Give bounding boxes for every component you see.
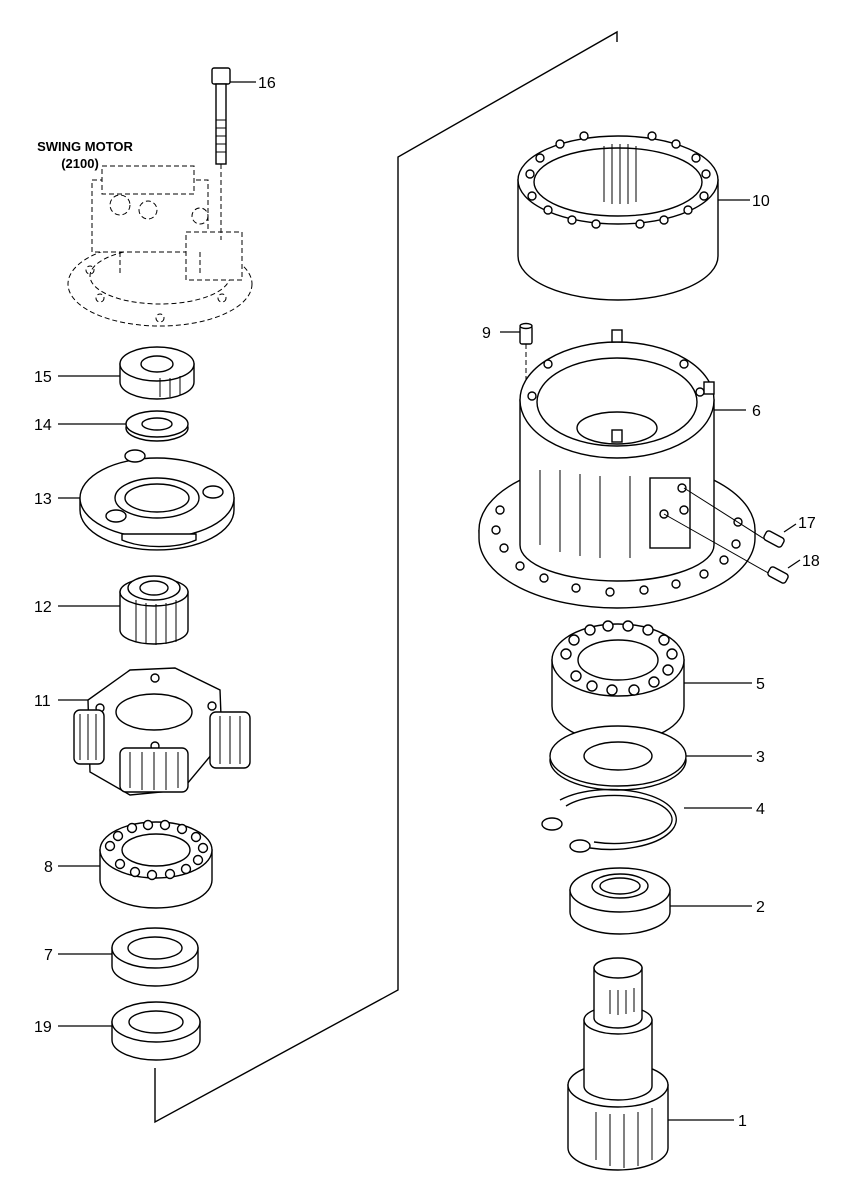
callout-13: 13 <box>34 491 52 508</box>
part-5-bearing <box>551 620 685 743</box>
callout-19: 19 <box>34 1019 52 1036</box>
part-15-gear <box>119 346 195 400</box>
swing-motor-code: (2100) <box>61 156 99 171</box>
callout-10: 10 <box>752 193 770 210</box>
part-16-bolt <box>211 67 231 240</box>
callout-3: 3 <box>756 749 765 766</box>
callout-5: 5 <box>756 676 765 693</box>
callout-16: 16 <box>258 75 276 92</box>
part-10-ring-gear <box>517 131 719 301</box>
swing-motor-title: SWING MOTOR <box>37 139 133 154</box>
swing-motor-outline <box>67 165 253 327</box>
part-6-housing <box>478 329 756 609</box>
part-1-pinion-shaft <box>567 957 669 1171</box>
callout-8: 8 <box>44 859 53 876</box>
part-12-sun-gear <box>119 575 189 645</box>
callout-7: 7 <box>44 947 53 964</box>
callout-14: 14 <box>34 417 52 434</box>
callout-1: 1 <box>738 1113 747 1130</box>
callout-2: 2 <box>756 899 765 916</box>
part-18-pin <box>663 513 789 584</box>
part-13-carrier <box>79 449 235 551</box>
callout-labels: 16 15 14 13 12 11 8 7 19 10 9 6 17 18 5 … <box>34 75 820 1130</box>
part-3-shim <box>549 725 687 791</box>
callout-11: 11 <box>34 693 51 710</box>
callout-12: 12 <box>34 599 52 616</box>
callout-6: 6 <box>752 403 761 420</box>
part-8-bearing <box>99 819 213 909</box>
part-17-pin <box>683 487 785 548</box>
callout-17: 17 <box>798 515 816 532</box>
callout-9: 9 <box>482 325 491 342</box>
leader-lines <box>58 81 801 1121</box>
part-11-planetary-carrier <box>73 667 251 796</box>
part-7-collar <box>111 927 199 987</box>
part-19-collar <box>111 1001 201 1061</box>
part-14-washer <box>125 410 189 442</box>
assembly-boundary-line <box>154 30 618 1124</box>
callout-15: 15 <box>34 369 52 386</box>
part-4-snap-ring <box>541 788 677 853</box>
part-2-collar <box>569 867 671 935</box>
callout-4: 4 <box>756 801 765 818</box>
callout-18: 18 <box>802 553 820 570</box>
